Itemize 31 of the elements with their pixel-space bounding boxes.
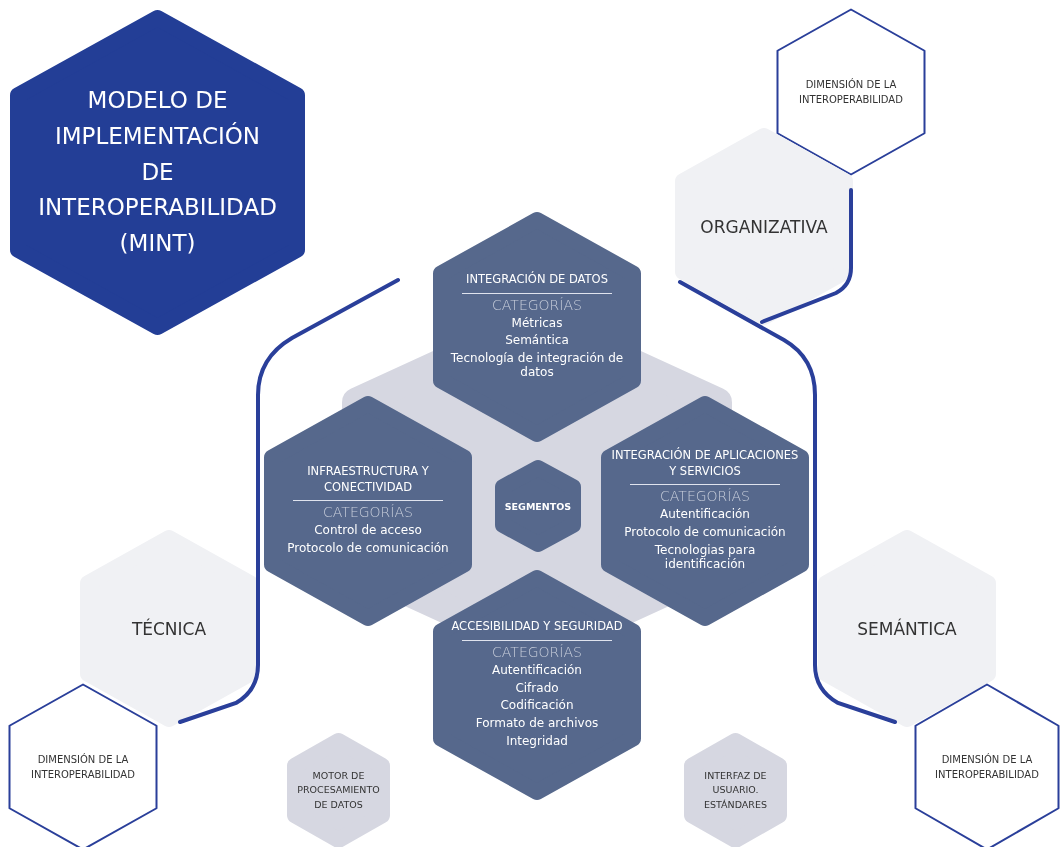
category-item: Cifrado <box>514 681 560 696</box>
category-item: Métricas <box>510 316 564 331</box>
category-item: Codificación <box>499 699 575 714</box>
segment-title: INTEGRACIÓN DE DATOS <box>466 272 608 288</box>
category-heading: CATEGORÍAS <box>492 643 582 660</box>
segment-title: INTEGRACIÓN DE APLICACIONES Y SERVICIOS <box>610 448 800 480</box>
dimension-name: SEMÁNTICA <box>857 618 957 639</box>
segments-label: SEGMENTOS <box>504 500 572 512</box>
model-title: MODELO DE IMPLEMENTACIÓN DE INTEROPERABILIDAD (MINT) <box>38 86 277 258</box>
category-item: Autentificación <box>491 663 583 678</box>
hexagon-label: DIMENSIÓN DE LA INTEROPERABILIDAD <box>798 77 904 107</box>
category-item: Protocolo de comunicación <box>623 526 787 540</box>
category-heading: CATEGORÍAS <box>323 504 413 521</box>
category-heading: CATEGORÍAS <box>492 296 582 313</box>
hexagon-label: MOTOR DE PROCESAMIENTO DE DATOS <box>296 769 381 812</box>
category-item: Semántica <box>504 334 570 349</box>
hexagon-label: DIMENSIÓN DE LA INTEROPERABILIDAD <box>30 752 136 782</box>
category-item: Protocolo de comunicación <box>286 542 450 556</box>
hexagon-label: DIMENSIÓN DE LA INTEROPERABILIDAD <box>934 752 1040 782</box>
segment-title: INFRAESTRUCTURA Y CONECTIVIDAD <box>306 464 430 496</box>
category-item: Control de acceso <box>313 524 423 538</box>
dimension-name: ORGANIZATIVA <box>700 216 828 237</box>
category-heading: CATEGORÍAS <box>660 488 750 505</box>
category-item: Integridad <box>505 734 569 749</box>
category-item: Tecnología de integración de datos <box>449 352 625 380</box>
category-item: Tecnologias para identificación <box>653 544 757 572</box>
category-item: Autentificación <box>659 508 751 523</box>
hexagon-label: INTERFAZ DE USUARIO. ESTÁNDARES <box>703 769 768 812</box>
dimension-name: TÉCNICA <box>131 618 207 639</box>
category-item: Formato de archivos <box>474 717 600 731</box>
segment-title: ACCESIBILIDAD Y SEGURIDAD <box>451 619 623 635</box>
